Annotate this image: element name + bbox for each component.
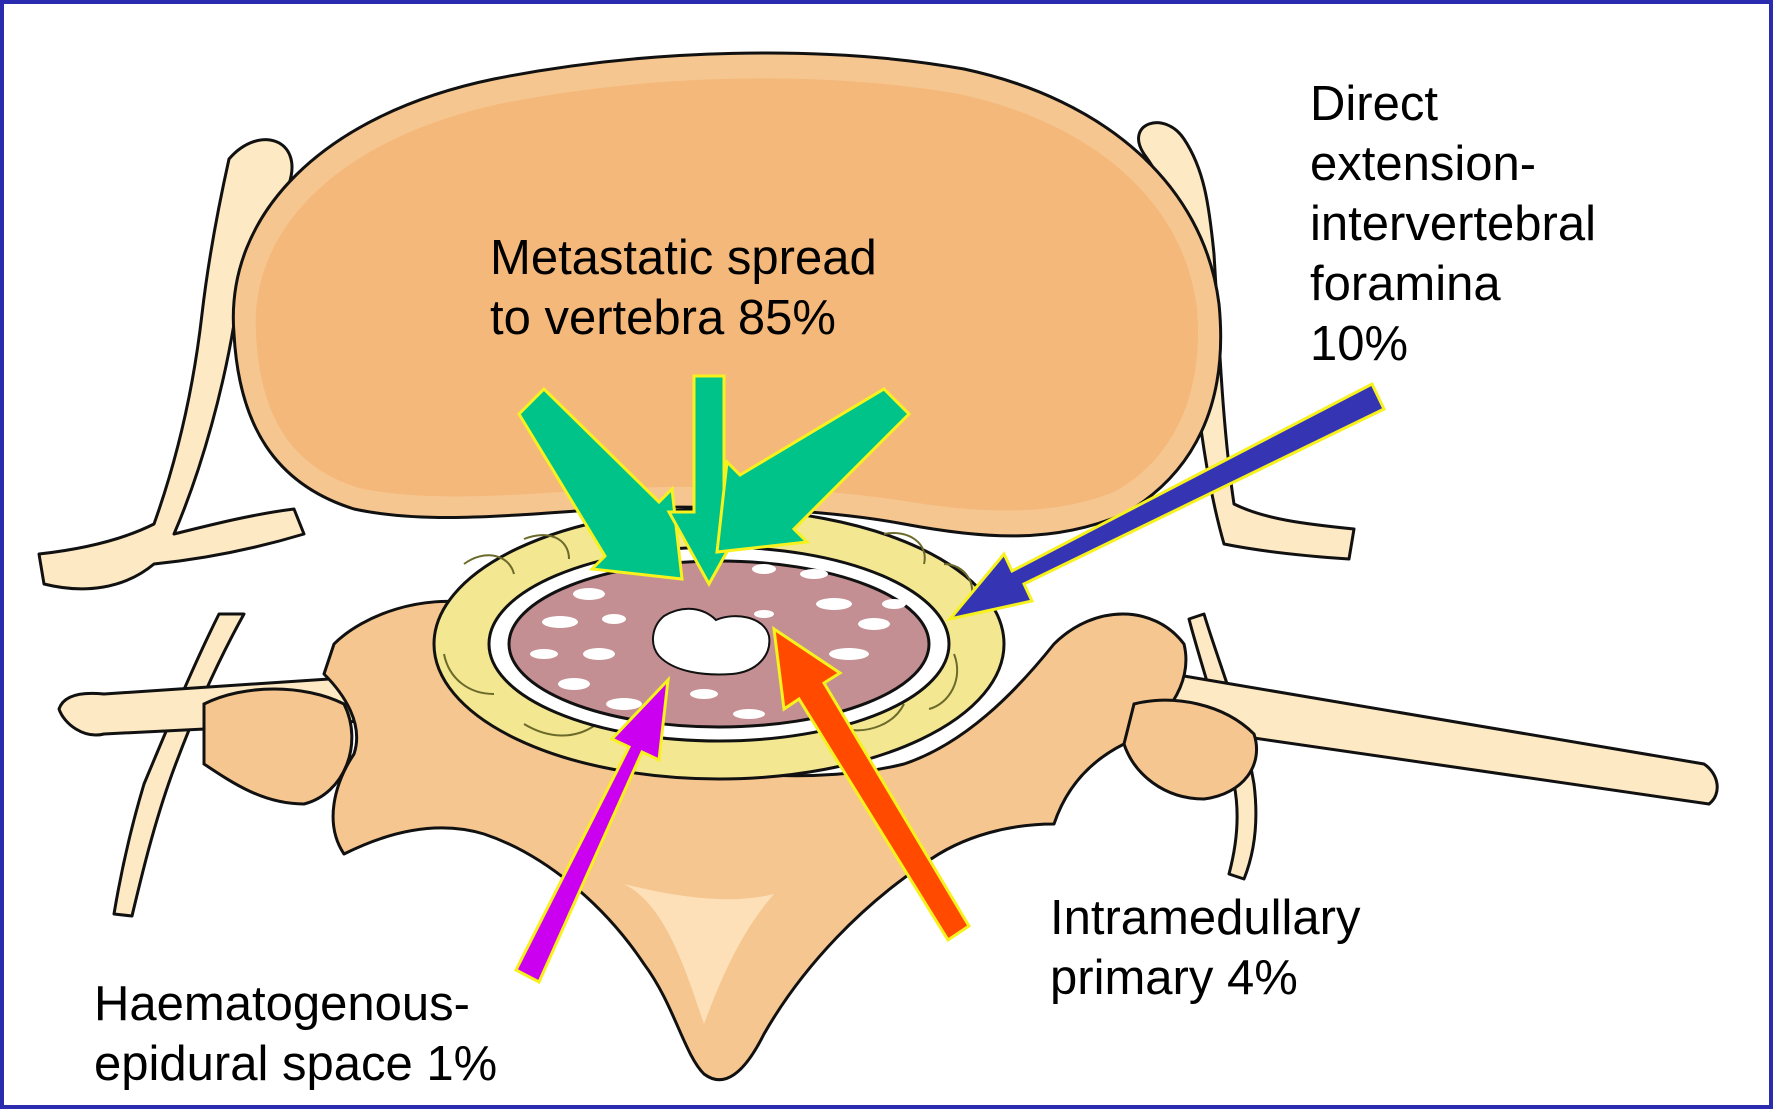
haematogenous-label: Haematogenous- epidural space 1% — [94, 974, 497, 1094]
left-transverse-process — [204, 689, 352, 804]
central-canal — [653, 609, 769, 675]
metastatic-spread-label: Metastatic spread to vertebra 85% — [490, 228, 877, 348]
direct-extension-label: Direct extension- intervertebral foramin… — [1310, 74, 1596, 374]
intramedullary-label: Intramedullary primary 4% — [1050, 888, 1360, 1008]
